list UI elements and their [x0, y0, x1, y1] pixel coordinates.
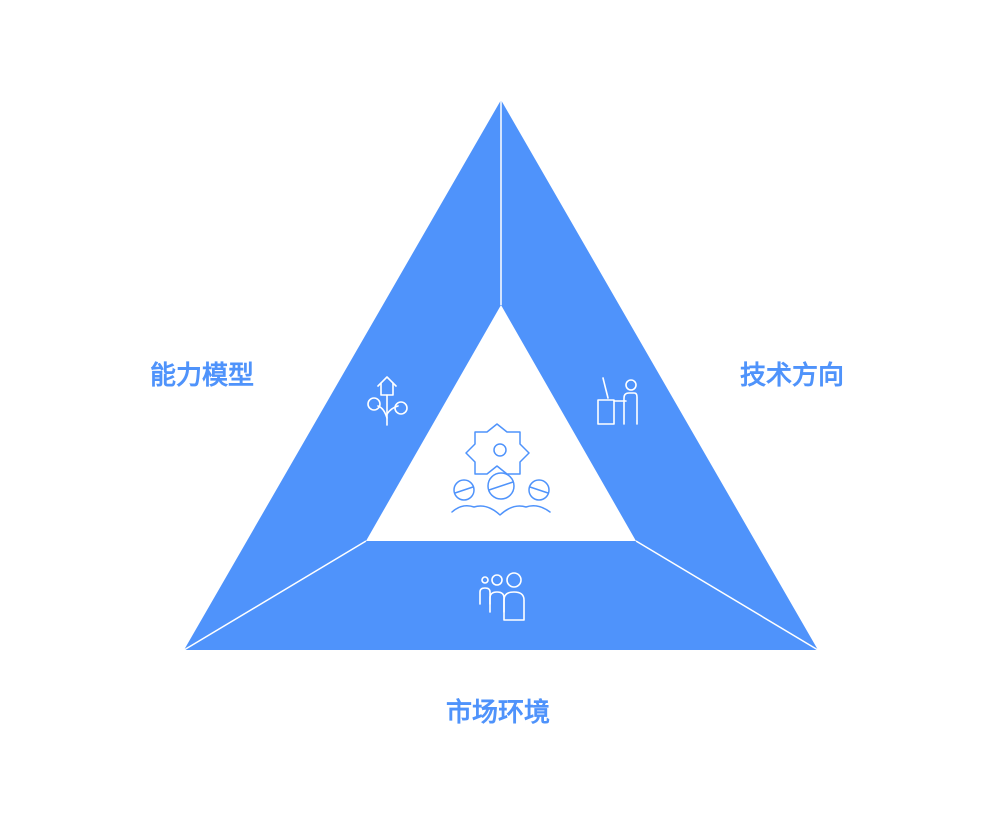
segment-dividers	[183, 100, 819, 651]
label-market-environment: 市场环境	[446, 698, 551, 728]
seedling-growth-icon	[367, 376, 408, 426]
divider-bottom-left	[183, 540, 367, 651]
family-group-icon	[479, 572, 525, 621]
label-technology-direction: 技术方向	[740, 361, 845, 391]
label-capability-model: 能力模型	[150, 361, 255, 391]
divider-bottom-right	[635, 540, 819, 651]
team-gear-icon	[451, 423, 551, 516]
triangle-ring	[184, 100, 818, 650]
teacher-at-board-icon	[597, 377, 638, 425]
